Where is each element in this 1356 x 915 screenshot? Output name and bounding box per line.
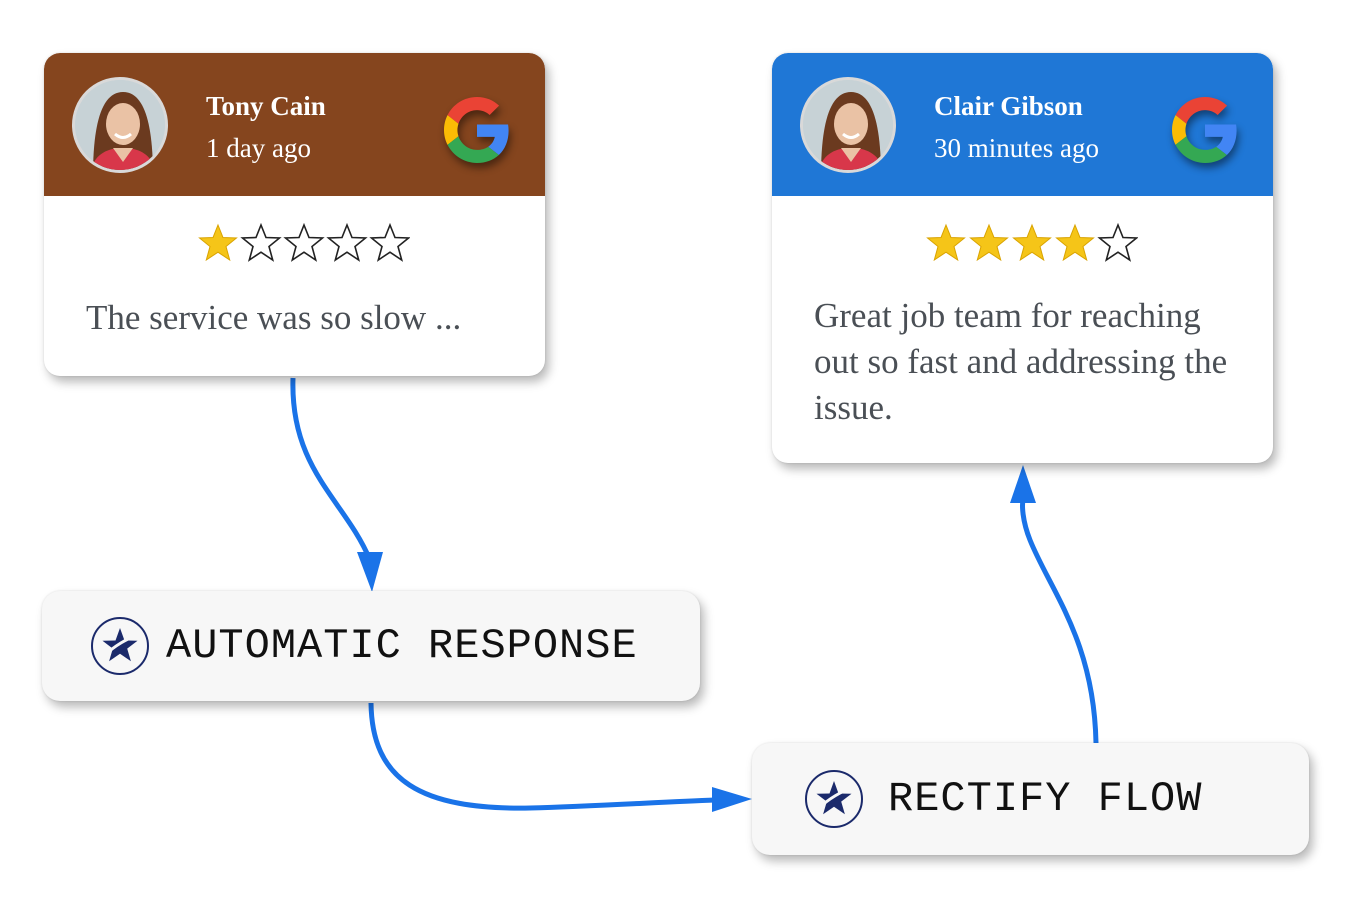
rectify-flow-node: RECTIFY FLOW: [752, 743, 1309, 855]
star-filled-icon: [1012, 223, 1052, 262]
review-time: 1 day ago: [206, 133, 311, 163]
star-filled-icon: [198, 223, 238, 262]
review-header-before: Tony Cain 1 day ago: [44, 53, 545, 196]
star-empty-icon: [369, 223, 410, 262]
reviewer-name: Tony Cain: [206, 91, 326, 121]
arrow-head-rectify-to-review: [1010, 465, 1036, 503]
review-text: Great job team for reaching out so fast …: [814, 296, 1228, 427]
automatic-response-node: AUTOMATIC RESPONSE: [42, 591, 700, 701]
star-filled-icon: [926, 223, 966, 262]
avatar: [72, 77, 168, 173]
review-text: The service was so slow ...: [86, 298, 462, 337]
review-header-after: Clair Gibson 30 minutes ago: [772, 53, 1273, 196]
rectify-flow-label: RECTIFY FLOW: [888, 775, 1203, 823]
google-icon: [1172, 97, 1237, 163]
avatar: [800, 77, 896, 173]
star-badge-icon: [805, 770, 863, 828]
arrow-auto-to-rectify: [368, 702, 716, 811]
arrow-head-auto-to-rectify: [712, 787, 752, 812]
review-time: 30 minutes ago: [934, 133, 1099, 163]
star-filled-icon: [1055, 223, 1095, 262]
star-filled-icon: [969, 223, 1009, 262]
star-empty-icon: [240, 223, 282, 262]
review-card-after: Clair Gibson 30 minutes ago Great job te…: [772, 53, 1273, 463]
star-badge-icon: [91, 617, 149, 675]
reviewer-name: Clair Gibson: [934, 91, 1083, 121]
star-rating: [198, 223, 410, 267]
google-icon: [444, 97, 509, 163]
arrow-rectify-to-review: [1020, 499, 1099, 744]
automatic-response-label: AUTOMATIC RESPONSE: [166, 622, 638, 670]
arrow-review-to-auto: [290, 377, 373, 561]
arrow-head-review-to-auto: [357, 552, 383, 592]
star-empty-icon: [283, 223, 325, 262]
star-rating: [926, 223, 1138, 267]
star-empty-icon: [326, 223, 368, 262]
review-card-before: Tony Cain 1 day ago The service was so s…: [44, 53, 545, 376]
star-empty-icon: [1097, 223, 1138, 262]
